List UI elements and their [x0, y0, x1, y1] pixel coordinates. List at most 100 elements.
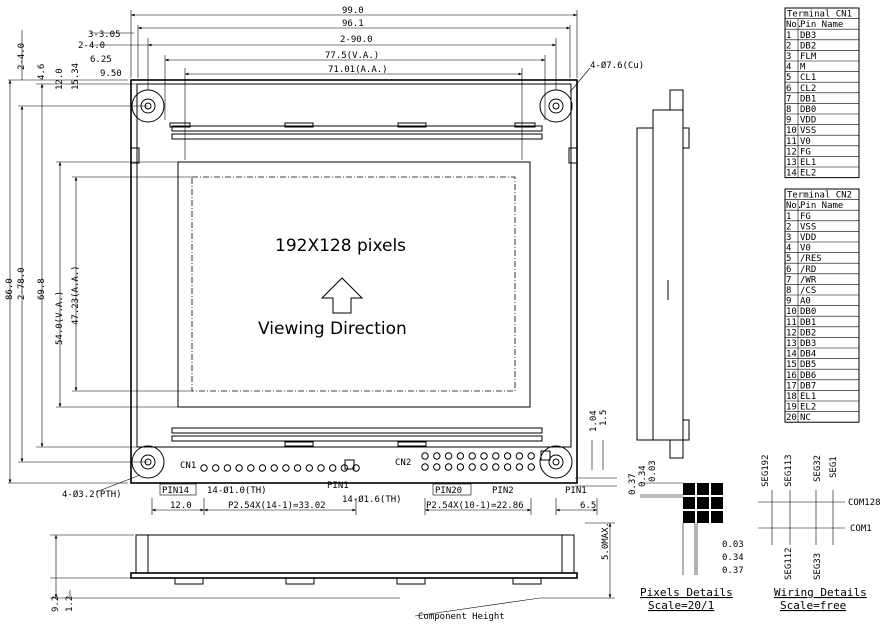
dim-12-0-left: 12.0: [55, 68, 65, 90]
pin14-label: PIN14: [162, 486, 189, 496]
com128-label: COM128: [848, 498, 881, 508]
cn1-pin: [270, 464, 278, 472]
viewing-area: [177, 161, 531, 408]
dim-3-05: 3-3.05: [88, 30, 121, 40]
table-cell-no: 6: [786, 265, 791, 275]
cn1-pin1-label: PIN1: [327, 481, 349, 491]
dim-hole-bottom: 4-Ø3.2(PTH): [62, 489, 122, 500]
dim-15-34: 15.34: [71, 63, 81, 90]
table-cell-pin-name: /WR: [800, 275, 817, 285]
dim-2-78: 2-78.0: [17, 267, 27, 300]
dim-69-8: 69.8: [37, 278, 47, 300]
px-0-34-v: 0.34: [638, 465, 648, 487]
dim-va-width: 77.5(V.A.): [325, 51, 379, 61]
table-cell-pin-name: A0: [800, 297, 811, 307]
table-cell-no: 6: [786, 84, 791, 94]
table-cell-no: 8: [786, 105, 791, 115]
seg113-label: SEG113: [784, 454, 794, 487]
dim-6-5: 6.5: [580, 501, 596, 511]
dim-outer-width: 99.0: [342, 6, 364, 16]
table-cell-pin-name: EL1: [800, 392, 816, 402]
dim-th-1-6: 14-Ø1.6(TH): [342, 494, 402, 505]
dim-va-height: 54.0(V.A.): [55, 291, 65, 345]
cn2-pin: [527, 452, 535, 460]
dim-6-25: 6.25: [90, 55, 112, 65]
table-cell-pin-name: FLM: [800, 52, 817, 62]
table-cell-pin-name: DB5: [800, 360, 816, 370]
dim-5-max: 5.0MAX.: [601, 522, 611, 560]
dim-th-1-0: 14-Ø1.0(TH): [207, 485, 267, 496]
pixels-details: 0.37 0.34 0.03 0.03 0.34 0.37 Pixels Det…: [628, 460, 744, 612]
table-title: Terminal CN2: [787, 191, 852, 201]
pin20-label: PIN20: [435, 486, 462, 496]
table-cell-pin-name: DB0: [800, 105, 816, 115]
seg1-label: SEG1: [829, 456, 839, 478]
top-dimensions: 99.0 96.1 3-3.05 2-4.0 2-90.0 6.25 77.5(…: [78, 6, 644, 160]
cn2-pin: [515, 452, 524, 460]
cn2-pin: [527, 463, 535, 471]
px-0-37-h: 0.37: [722, 566, 744, 576]
viewing-direction-label: Viewing Direction: [258, 319, 407, 339]
table-title: Terminal CN1: [787, 10, 852, 20]
table-cell-no: 11: [786, 137, 797, 147]
cn1-pin: [352, 464, 360, 472]
table-cell-pin-name: CL1: [800, 73, 816, 83]
dim-9-2: 9.2: [51, 596, 61, 612]
dim-pitch-cn2: P2.54X(10-1)=22.86: [426, 501, 524, 511]
table-cell-pin-name: FG: [800, 147, 811, 157]
wiring-details: SEG192 SEG113 SEG32 SEG1 SEG112 SEG33 CO…: [758, 454, 881, 612]
table-cell-no: 13: [786, 158, 797, 168]
cn1-pin: [258, 464, 267, 472]
cn1-pin: [282, 464, 290, 472]
px-0-37-v: 0.37: [628, 473, 638, 495]
table-cell-no: 12: [786, 147, 797, 157]
table-cell-no: 14: [786, 169, 797, 179]
cn2-pin: [503, 463, 512, 471]
table-cell-no: 2: [786, 222, 791, 232]
seg33-label: SEG33: [813, 553, 823, 580]
cn1-label: CN1: [180, 461, 196, 471]
cn2-pin: [421, 452, 429, 460]
cn2-pin: [456, 463, 465, 471]
seg32-label: SEG32: [813, 455, 823, 482]
table-cell-pin-name: EL2: [800, 169, 816, 179]
cn2-pin: [421, 463, 429, 471]
table-cell-no: 2: [786, 41, 791, 51]
cn2-pin: [515, 463, 524, 471]
cn2-pin: [480, 463, 488, 471]
table-cell-pin-name: NC: [800, 413, 811, 423]
cn1-pin-row: [200, 464, 360, 472]
table-head-no: No.: [786, 201, 802, 211]
table-head-no: No.: [786, 20, 802, 30]
dim-pitch-cn1: P2.54X(14-1)=33.02: [228, 501, 326, 511]
table-cell-no: 4: [786, 244, 791, 254]
table-cell-pin-name: VDD: [800, 233, 816, 243]
dim-1-2: 1.2: [65, 596, 75, 612]
table-head-pin-name: Pin Name: [800, 201, 843, 211]
cn2-pin: [433, 452, 441, 460]
dim-12-0-bottom: 12.0: [170, 501, 192, 511]
px-0-03-v: 0.03: [648, 460, 658, 482]
table-cell-pin-name: CL2: [800, 84, 816, 94]
table-cell-pin-name: DB1: [800, 94, 816, 104]
table-cell-no: 4: [786, 63, 791, 73]
table-cell-no: 17: [786, 381, 797, 391]
table-cell-no: 12: [786, 328, 797, 338]
cn2-label: CN2: [395, 458, 411, 468]
dim-1-04: 1.04: [589, 410, 599, 432]
seg192-label: SEG192: [761, 454, 771, 487]
table-cell-no: 11: [786, 318, 797, 328]
table-cell-pin-name: VSS: [800, 222, 816, 232]
active-area: [191, 176, 516, 392]
table-cell-pin-name: DB4: [800, 350, 816, 360]
table-cell-pin-name: /RD: [800, 265, 816, 275]
cn2-pin1-label: PIN1: [565, 486, 587, 496]
table-cell-pin-name: FG: [800, 212, 811, 222]
cn2-pin-row: [421, 452, 535, 471]
table-cell-pin-name: EL2: [800, 403, 816, 413]
pcb-outline: [130, 79, 578, 484]
mounting-hole-br: [539, 445, 573, 479]
viewing-direction-arrow-icon: [320, 277, 364, 314]
